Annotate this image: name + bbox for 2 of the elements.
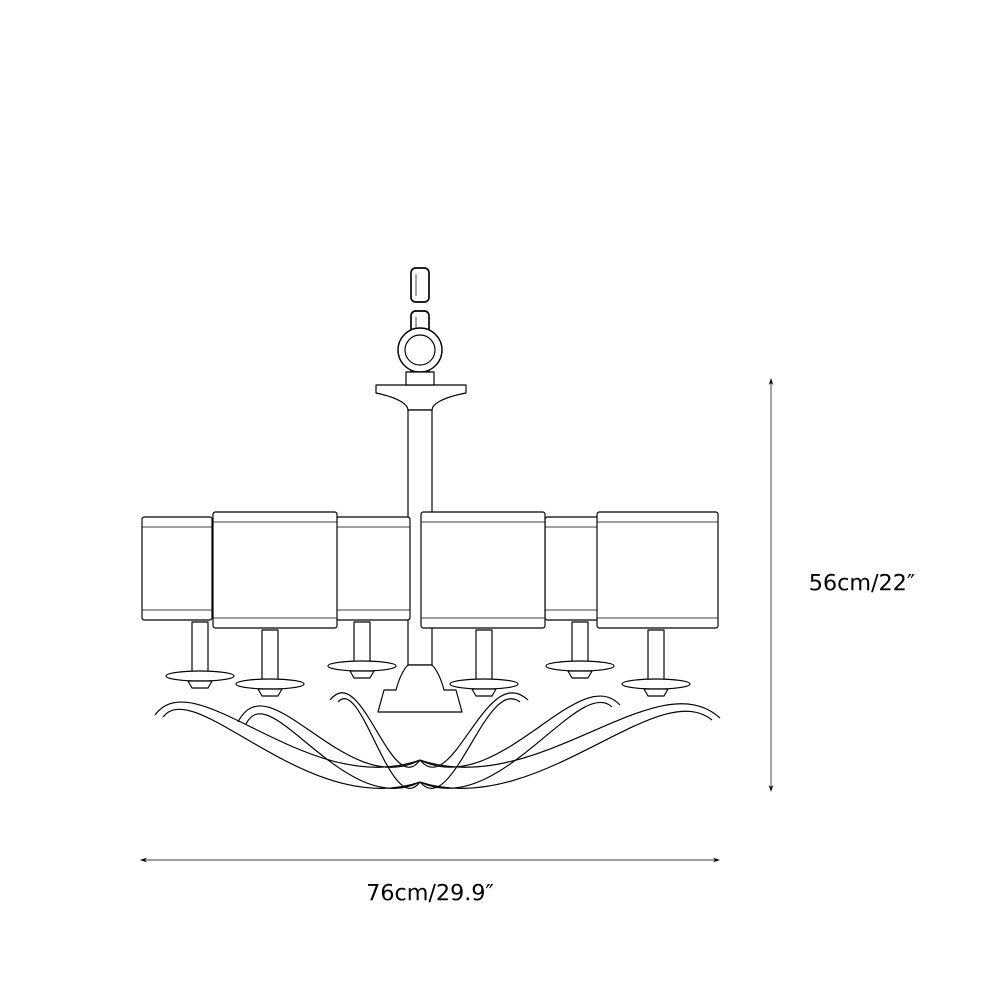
dimension-label: 76cm/29.9″: [368, 884, 494, 902]
dimension-label: 56cm/22″: [810, 574, 915, 592]
